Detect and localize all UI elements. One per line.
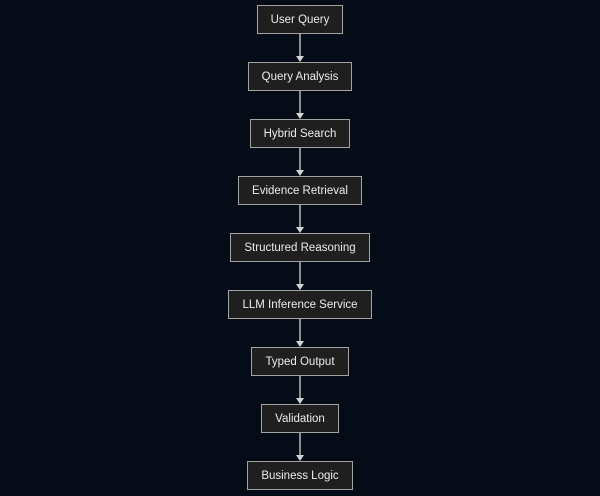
flow-node-label: Query Analysis (261, 70, 339, 83)
flow-node-label: Typed Output (265, 355, 335, 368)
edge-line (299, 91, 301, 113)
flow-node-label: Structured Reasoning (244, 241, 356, 254)
flow-edge-arrow (296, 205, 304, 233)
edge-line (299, 205, 301, 227)
arrowhead-down-icon (296, 455, 304, 461)
flow-node-label: Evidence Retrieval (252, 184, 348, 197)
flow-node-label: Hybrid Search (263, 127, 337, 140)
edge-line (299, 148, 301, 170)
edge-line (299, 319, 301, 341)
flow-edge-arrow (296, 148, 304, 176)
flow-node-label: User Query (270, 13, 330, 26)
edge-line (299, 433, 301, 455)
edge-line (299, 262, 301, 284)
arrowhead-down-icon (296, 113, 304, 119)
arrowhead-down-icon (296, 56, 304, 62)
arrowhead-down-icon (296, 227, 304, 233)
arrowhead-down-icon (296, 170, 304, 176)
flow-node-typed-output: Typed Output (251, 347, 349, 376)
flow-edge-arrow (296, 433, 304, 461)
flow-node-structured-reasoning: Structured Reasoning (230, 233, 370, 262)
flow-node-label: LLM Inference Service (242, 298, 358, 311)
flow-edge-arrow (296, 319, 304, 347)
arrowhead-down-icon (296, 284, 304, 290)
flow-node-query-analysis: Query Analysis (247, 62, 353, 91)
flow-edge-arrow (296, 91, 304, 119)
flow-edge-arrow (296, 34, 304, 62)
flow-edge-arrow (296, 376, 304, 404)
flow-node-hybrid-search: Hybrid Search (249, 119, 351, 148)
flow-node-label: Validation (275, 412, 325, 425)
flow-node-evidence-retrieval: Evidence Retrieval (238, 176, 362, 205)
flow-node-llm-inference-service: LLM Inference Service (228, 290, 372, 319)
edge-line (299, 376, 301, 398)
flow-node-validation: Validation (261, 404, 339, 433)
flow-node-business-logic: Business Logic (247, 461, 353, 490)
flow-edge-arrow (296, 262, 304, 290)
edge-line (299, 34, 301, 56)
flow-node-label: Business Logic (261, 469, 339, 482)
flow-node-user-query: User Query (256, 5, 344, 34)
arrowhead-down-icon (296, 398, 304, 404)
arrowhead-down-icon (296, 341, 304, 347)
